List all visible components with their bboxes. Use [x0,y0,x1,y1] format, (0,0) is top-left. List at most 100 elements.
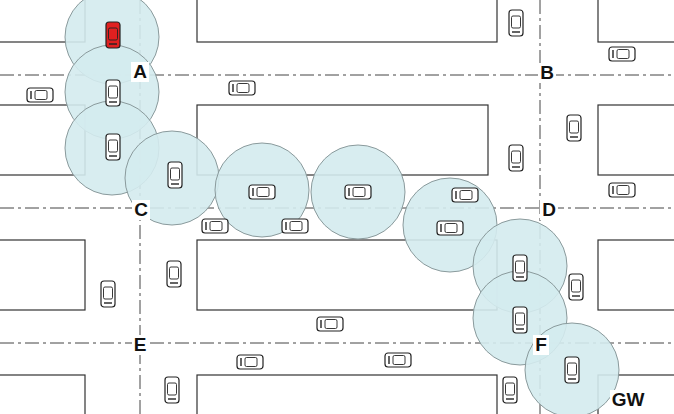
car-roof [257,188,269,197]
car-roof [35,91,47,100]
car-roof [109,140,118,152]
car-icon [452,188,478,202]
car-icon [249,185,275,199]
car-icon [237,355,263,369]
car-bumper [109,43,117,44]
city-block [598,0,674,42]
city-block [197,0,497,42]
car-roof [210,222,222,231]
car-body [167,261,181,287]
car-roof [109,86,118,98]
intersection-label: F [533,335,549,355]
radio-ranges [65,0,619,414]
car-icon [106,80,120,106]
city-block [0,240,85,310]
car-bumper [171,183,179,184]
car-icon [167,261,181,287]
car-roof [512,151,521,163]
car-icon [509,10,523,36]
car-icon [513,255,527,281]
car-body [317,317,343,331]
car-roof [570,121,579,133]
car-bumper [109,101,117,102]
car-bumper [570,136,578,137]
car-icon [513,307,527,333]
car-bumper [512,166,520,167]
city-block [598,105,674,175]
car-icon [509,145,523,171]
car-roof [109,28,118,40]
car-bumper [455,191,456,199]
car-body [437,221,463,235]
car-body [27,88,53,102]
car-bumper [104,302,112,303]
car-bumper [252,188,253,196]
city-block [0,375,85,414]
car-bumper [168,398,176,399]
car-icon [282,219,308,233]
car-body [503,377,517,403]
car-roof [237,84,249,93]
car-roof [617,50,629,59]
car-body [106,22,120,48]
vehicles [27,10,635,403]
car-icon [317,317,343,331]
car-roof [506,383,515,395]
radio-range [525,323,619,414]
car-body [565,357,579,383]
car-icon [569,274,583,300]
car-bumper [516,276,524,277]
car-roof [516,261,525,273]
intersection-label: GW [610,390,647,410]
car-body [569,274,583,300]
car-bumper [205,222,206,230]
car-body [106,134,120,160]
car-body [452,188,478,202]
car-icon [437,221,463,235]
car-icon [168,162,182,188]
car-body [165,377,179,403]
car-bumper [240,358,241,366]
car-body [249,185,275,199]
car-bumper [388,356,389,364]
car-roof [512,16,521,28]
intersection-label: C [132,200,150,220]
car-icon [27,88,53,102]
car-icon [101,281,115,307]
car-body [345,185,371,199]
car-icon [503,377,517,403]
car-bumper [516,328,524,329]
car-icon [229,81,255,95]
car-icon [609,183,635,197]
car-roof [168,383,177,395]
car-icon [345,185,371,199]
car-roof [617,186,629,195]
radio-range [311,145,405,239]
car-body [385,353,411,367]
car-roof [353,188,365,197]
intersection-label: E [132,335,149,355]
car-bumper [572,295,580,296]
car-body [202,219,228,233]
car-bumper [30,91,31,99]
car-roof [290,222,302,231]
intersection-label: B [538,63,556,83]
car-roof [568,363,577,375]
car-body [567,115,581,141]
car-bumper [568,378,576,379]
car-icon [565,357,579,383]
car-bumper [170,282,178,283]
car-icon [106,134,120,160]
intersection-label: D [540,200,558,220]
car-roof [572,280,581,292]
car-body [509,10,523,36]
car-body [513,307,527,333]
car-roof [445,224,457,233]
car-roof [393,356,405,365]
car-body [609,47,635,61]
car-bumper [320,320,321,328]
car-icon [202,219,228,233]
car-roof [245,358,257,367]
